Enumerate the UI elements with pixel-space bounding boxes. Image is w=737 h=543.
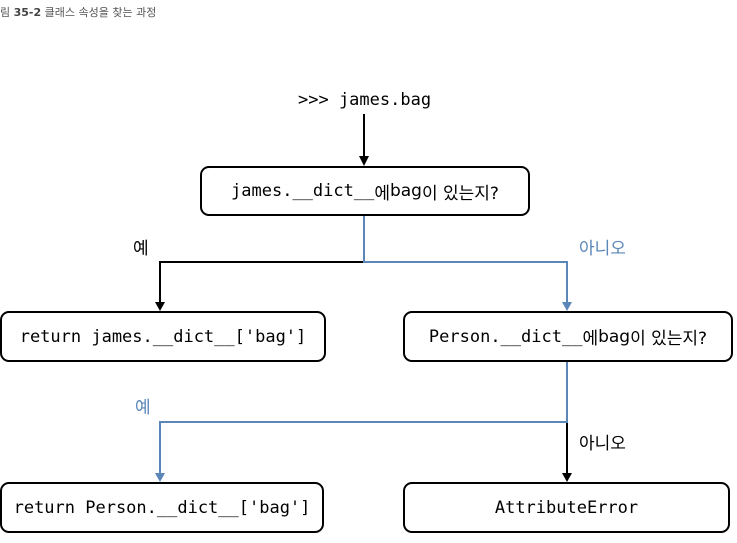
connector-decision1-no [363, 216, 568, 304]
figure-caption: 림 35-2 클래스 속성을 찾는 과정 [0, 4, 156, 20]
arrowhead-result-instance [155, 302, 165, 311]
label-no-decision1: 아니오 [579, 239, 626, 259]
decision1-code: james.__dict__ [231, 181, 375, 201]
caption-title: 클래스 속성을 찾는 과정 [41, 6, 157, 19]
arrowhead-decision1 [359, 156, 369, 166]
caption-number: 35-2 [13, 6, 42, 19]
arrowhead-result-class [155, 473, 165, 482]
label-yes-decision1: 예 [133, 239, 149, 259]
decision2-ko1: 에 [582, 329, 599, 349]
caption-prefix: 림 [0, 6, 14, 19]
arrowhead-decision2 [562, 302, 572, 311]
decision1-ko2: 이 있는지? [421, 183, 499, 204]
connector-decision2-yes [159, 362, 568, 476]
decision1-attr: bag [389, 181, 422, 201]
result-class-dict: return Person.__dict__['bag'] [0, 482, 324, 533]
decision2-attr: bag [598, 326, 631, 347]
decision1-ko1: 에 [374, 183, 390, 204]
result-attribute-error: AttributeError [403, 482, 730, 533]
decision2-code: Person.__dict__ [428, 326, 583, 347]
start-expression: >>> james.bag [298, 90, 432, 110]
decision2-ko2: 이 있는지? [630, 329, 708, 349]
label-yes-decision2: 예 [135, 398, 151, 418]
label-no-decision2: 아니오 [579, 434, 626, 454]
connector-decision1-yes [159, 261, 364, 304]
arrowhead-result-error [562, 473, 572, 482]
result-instance-dict: return james.__dict__['bag'] [0, 311, 326, 362]
